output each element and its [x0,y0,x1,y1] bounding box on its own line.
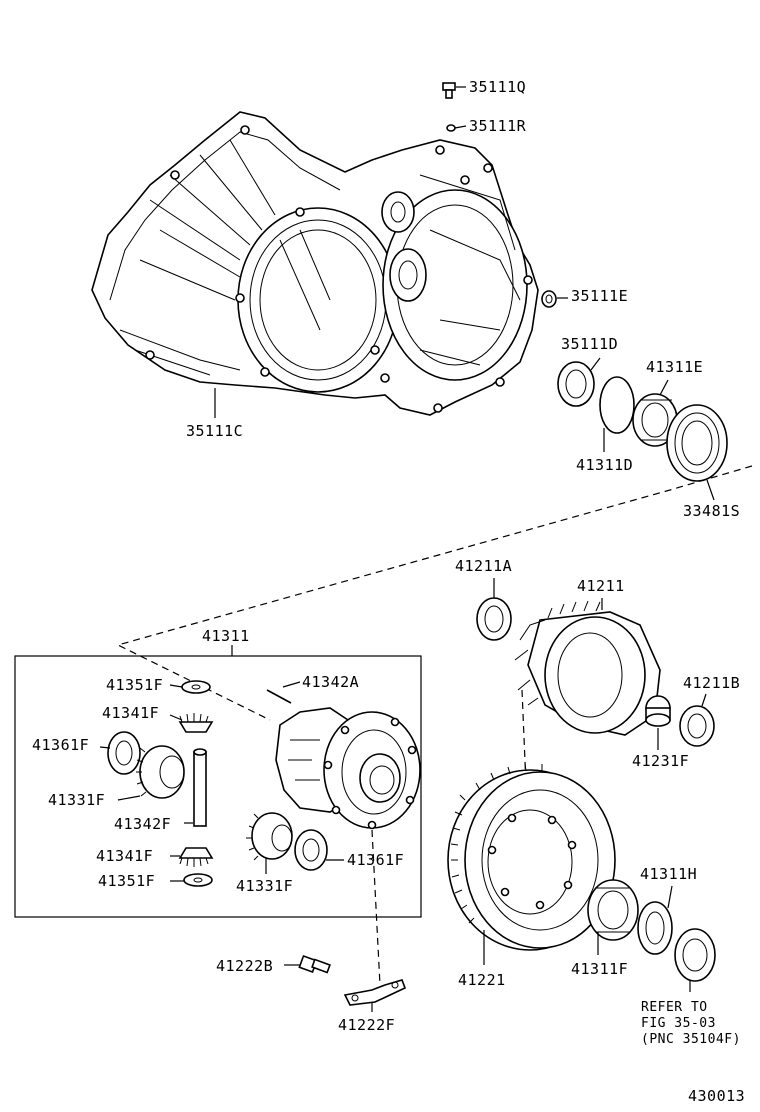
pinion-shaft-41342f-part [193,748,207,827]
differential-assembly-box [14,655,422,918]
part-label-41341f-bot: 41341F [96,847,153,865]
oil-seal-35111e-part [541,290,557,308]
bearing-41311e-part [632,393,678,447]
reference-note-line-2: FIG 35-03 [641,1016,716,1031]
part-label-35111r: 35111R [469,117,527,135]
part-label-41222f: 41222F [338,1016,395,1034]
side-gear-41331f-left-part [136,745,185,799]
part-label-35111q: 35111Q [469,78,526,96]
thrust-washer-41351f-top-part [181,680,211,694]
side-gear-41331f-bot-part [246,812,293,861]
reference-note-line-3: (PNC 35104F) [641,1032,741,1047]
figure-number: 430013 [688,1087,745,1105]
part-label-41341f-top: 41341F [102,704,159,722]
lock-plate-41222f-part [343,979,407,1006]
part-label-35111d: 35111D [561,335,618,353]
part-label-33481s: 33481S [683,502,740,520]
part-label-41211b: 41211B [683,674,740,692]
part-label-41311f: 41311F [571,960,628,978]
referenced-bearing-part [674,928,716,982]
plug-35111q-part [442,82,456,99]
part-label-41311e: 41311E [646,358,703,376]
part-label-41311: 41311 [202,627,250,645]
part-label-35111c: 35111C [186,422,243,440]
part-label-41231f: 41231F [632,752,689,770]
bearing-41211b-part [679,705,715,747]
part-label-41342f: 41342F [114,815,171,833]
bolt-41222b-part [298,954,331,974]
part-label-41361f-left: 41361F [32,736,89,754]
thrust-washer-41351f-bot-part [183,873,213,887]
part-label-41351f-top: 41351F [106,676,163,694]
part-label-41331f-left: 41331F [48,791,105,809]
pinion-gear-41341f-top-part [178,713,214,733]
part-label-41222b: 41222B [216,957,273,975]
ring-gear-41221-part [447,763,616,951]
differential-case-part [275,707,421,830]
thrust-washer-41361f-right-part [294,829,328,871]
part-label-41351f-bot: 41351F [98,872,155,890]
bearing-race-41231f-part [645,695,671,727]
part-label-41311d: 41311D [576,456,633,474]
part-label-41211: 41211 [577,577,625,595]
pin-41342a-part [266,689,292,704]
part-label-41361f-right: 41361F [347,851,404,869]
part-label-41331f-bot: 41331F [236,877,293,895]
reference-note-line-1: REFER TO [641,1000,708,1015]
part-label-41221: 41221 [458,971,506,989]
part-label-41211a: 41211A [455,557,512,575]
pinion-gear-41341f-bot-part [178,847,214,867]
oil-seal-33481s-part [666,404,728,482]
shim-41311h-part [637,901,673,955]
pin-35111r-part [446,124,467,132]
part-label-41311h: 41311H [640,865,697,883]
part-label-35111e: 35111E [571,287,628,305]
counter-gear-41211-part [514,600,661,736]
assembly-axis-line [116,465,753,721]
bearing-41211a-part [476,597,512,641]
part-label-41342a: 41342A [302,673,359,691]
transaxle-housing [91,111,539,416]
bearing-41311f-part [587,879,639,941]
shim-41311d-part [599,376,635,434]
thrust-washer-41361f-left-part [107,731,141,775]
seal-35111d-part [557,361,595,407]
